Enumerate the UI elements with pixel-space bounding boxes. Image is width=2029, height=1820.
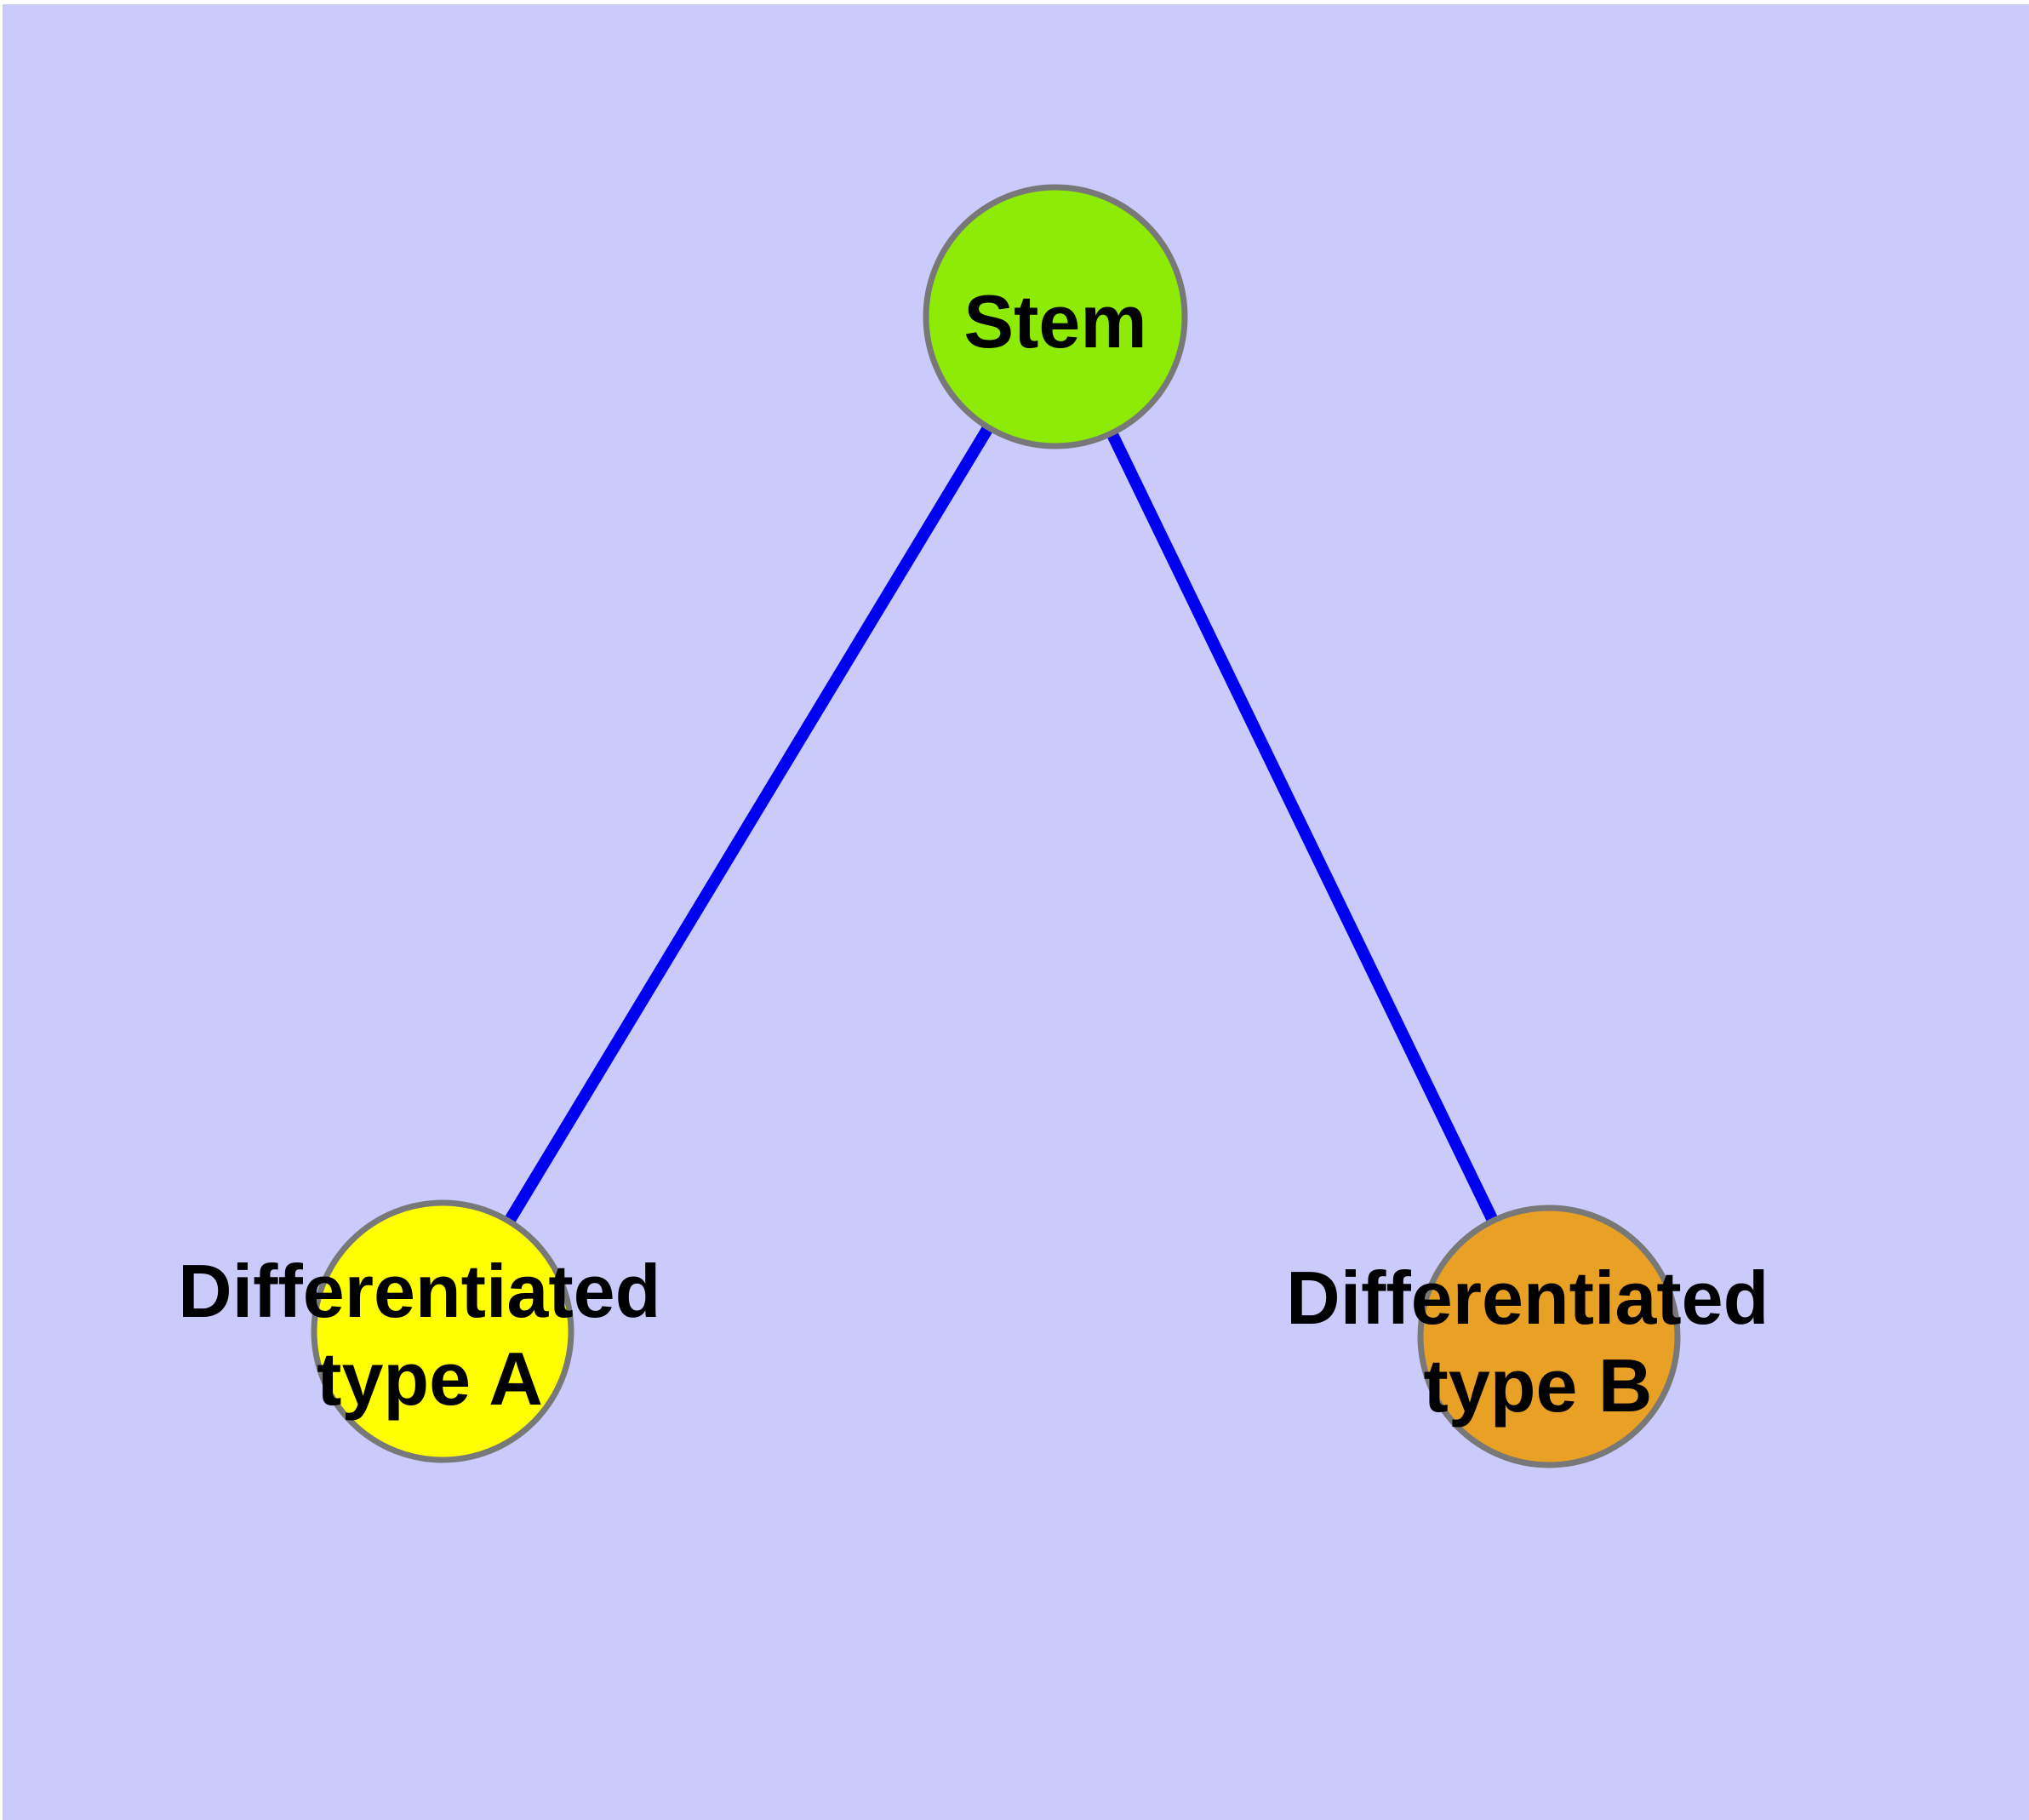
- node-type-b-label-line1: Differentiated: [1286, 1256, 1769, 1340]
- node-differentiated-type-a: Differentiated type A: [178, 1199, 682, 1463]
- node-stem: Stem: [923, 184, 1188, 449]
- edge-group: [437, 313, 1555, 1340]
- node-type-a-circle: [311, 1199, 574, 1463]
- edge-stem-to-type-b: [1049, 313, 1555, 1340]
- node-stem-label: Stem: [963, 279, 1146, 363]
- node-type-b-circle: [1417, 1205, 1681, 1468]
- node-stem-circle: [923, 184, 1188, 449]
- node-differentiated-type-b: Differentiated type B: [1286, 1205, 1790, 1468]
- node-type-a-label-line2: type A: [317, 1336, 543, 1421]
- node-type-b-label-line2: type B: [1424, 1343, 1653, 1428]
- node-type-b-label: Differentiated type B: [1286, 1256, 1790, 1428]
- edge-stem-to-type-a: [437, 313, 1060, 1335]
- node-type-a-label-line1: Differentiated: [178, 1249, 660, 1333]
- node-type-a-label: Differentiated type A: [178, 1249, 682, 1421]
